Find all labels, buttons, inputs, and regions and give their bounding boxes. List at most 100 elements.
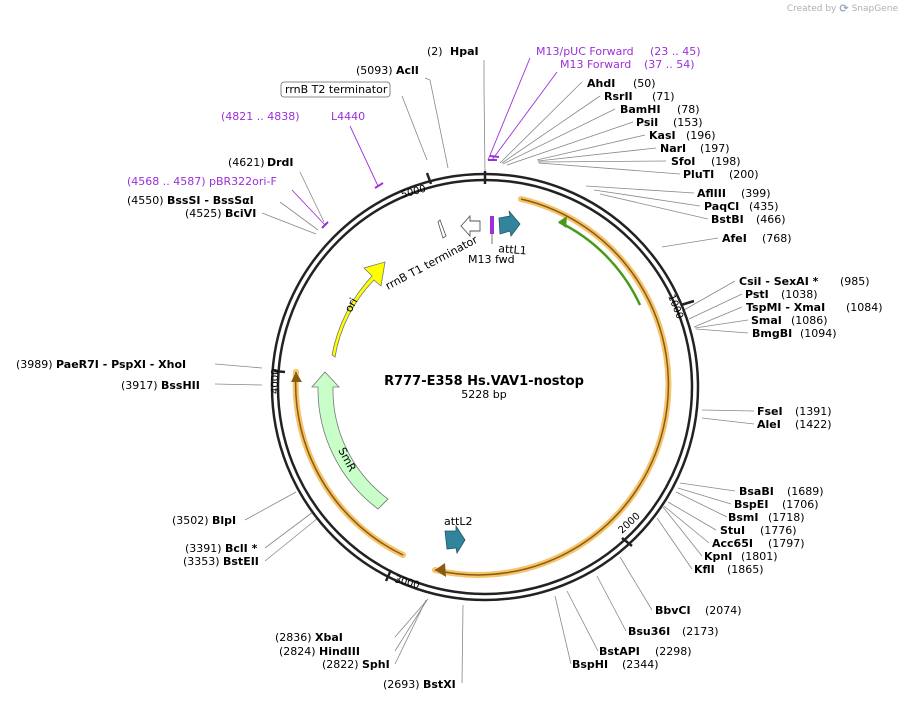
site-bbvci-name: BbvCI [655,604,691,617]
connector-bsabi [679,482,736,492]
site-bsssi-pos: (4550) [127,194,164,207]
connector-acli [424,77,449,169]
site-nari-pos: (197) [700,142,730,155]
connector-blpi [244,491,297,521]
attl1-feature [498,210,521,237]
site-bstapi-name: BstAPI [599,645,640,658]
connector-afei [661,237,719,248]
site-sphi-name: SphI [362,658,390,671]
tick-label-4000: 4000 [270,369,281,394]
site-sfoi-pos: (198) [711,155,741,168]
site-smai-name: SmaI [751,314,782,327]
connector-m13fwd [491,71,558,161]
snapgene-branding: Created by ⟳ SnapGene [787,2,898,15]
green-feature-arc [558,220,642,306]
connector-sfoi [537,160,667,163]
tick-label-1000: 1000 [665,293,685,321]
site-alei-name: AleI [757,418,781,431]
tick-label-3000: 3000 [393,574,420,591]
connector-nari [537,147,657,162]
right-site-labels: AhdI (50) RsrII (71) BamHI (78) PsiI (15… [572,77,883,671]
rrnb-t2-mark [437,219,447,239]
connector-xhoi [214,363,263,369]
site-xhoi-pos: (3989) [16,358,53,371]
site-blpi-name: BlpI [212,514,236,527]
connector-bsphi [554,595,572,665]
attl2-feature [444,524,466,555]
site-kasi-name: KasI [649,129,676,142]
site-afei-name: AfeI [722,232,747,245]
connector-rsrii [501,95,601,164]
site-afliii-pos: (399) [741,187,771,200]
site-drdi-pos: (4621) [228,156,265,169]
site-bstbi-pos: (466) [756,213,786,226]
site-bsmi-pos: (1718) [768,511,805,524]
site-bsshii-pos: (3917) [121,379,158,392]
tick-2000 [621,537,633,547]
tick-5000 [425,172,433,185]
primer-l4440-range: (4821 .. 4838) [221,110,300,123]
connector-sphi [394,599,427,665]
orf-left-arc-core [294,371,404,556]
rrnb-t2-box [280,81,391,98]
site-tspmi-name: TspMI - XmaI [746,301,825,314]
primer-m13puc-range: (23 .. 45) [650,45,701,58]
tick-4000 [273,369,286,374]
site-fsei-pos: (1391) [795,405,832,418]
site-kpni-name: KpnI [704,550,732,563]
connector-kfli [656,517,693,570]
left-site-labels: (2) HpaI (5093) AclI (4621) DrdI (4550) … [16,45,479,691]
tick-label-5000: 5000 [400,184,427,201]
site-bstbi-name: BstBI [711,213,744,226]
rrnb-t1-label: rrnB T1 terminator [383,233,480,293]
site-afei-pos: (768) [762,232,792,245]
site-psii-name: PsiI [636,116,658,129]
site-ahdi-pos: (50) [633,77,656,90]
site-bsteii-pos: (3353) [183,555,220,568]
site-sfoi-name: SfoI [671,155,695,168]
ori-feature [331,261,386,358]
site-acc65i-name: Acc65I [712,537,753,550]
branding-name: SnapGene [851,3,898,14]
site-bsu36i-pos: (2173) [682,625,719,638]
connector-pbr322ori [291,189,326,226]
site-fsei-name: FseI [757,405,783,418]
connector-acc65i [663,505,710,544]
rrnb-t2-label: rrnB T2 terminator [285,83,388,96]
connector-bsu36i [596,575,627,632]
site-bcli-pos: (3391) [185,542,222,555]
primer-m13fwd-name: M13 Forward [560,58,631,71]
connector-hpai [483,60,486,176]
connector-tspmi [693,306,743,328]
primer-labels: M13/pUC Forward (23 .. 45) M13 Forward (… [127,45,701,188]
orf-arc-core [434,198,670,576]
site-stui-name: StuI [720,524,745,537]
site-pluti-name: PluTI [683,168,714,181]
connector-bsteii [264,517,319,562]
site-bsabi-pos: (1689) [787,485,824,498]
connector-bamhi [502,108,616,165]
green-feature-arrowhead [558,216,567,228]
attl2-label: attL2 [444,515,473,528]
connector-bspei [677,487,732,505]
connector-kasi [536,134,646,161]
rrnb-t1-arrow [460,214,481,238]
connector-m13puc [487,57,531,161]
connector-stui [667,501,717,531]
orf-arrowhead [435,563,446,577]
connector-psti [688,293,743,320]
connector-afliii [585,185,695,194]
primer-l4440-name: L4440 [331,110,365,123]
site-kfli-pos: (1865) [727,563,764,576]
primer-pbr322-name: pBR322ori-F [209,175,277,188]
connector-pluti [538,162,681,175]
site-alei-pos: (1422) [795,418,832,431]
site-hpai-pos: (2) [427,45,443,58]
connector-smai [694,319,749,329]
primer-pbr322-range: (4568 .. 4587) [127,175,206,188]
site-kpni-pos: (1801) [741,550,778,563]
site-paqci-name: PaqCI [704,200,739,213]
site-bamhi-pos: (78) [677,103,700,116]
site-bmgbi-pos: (1094) [800,327,837,340]
